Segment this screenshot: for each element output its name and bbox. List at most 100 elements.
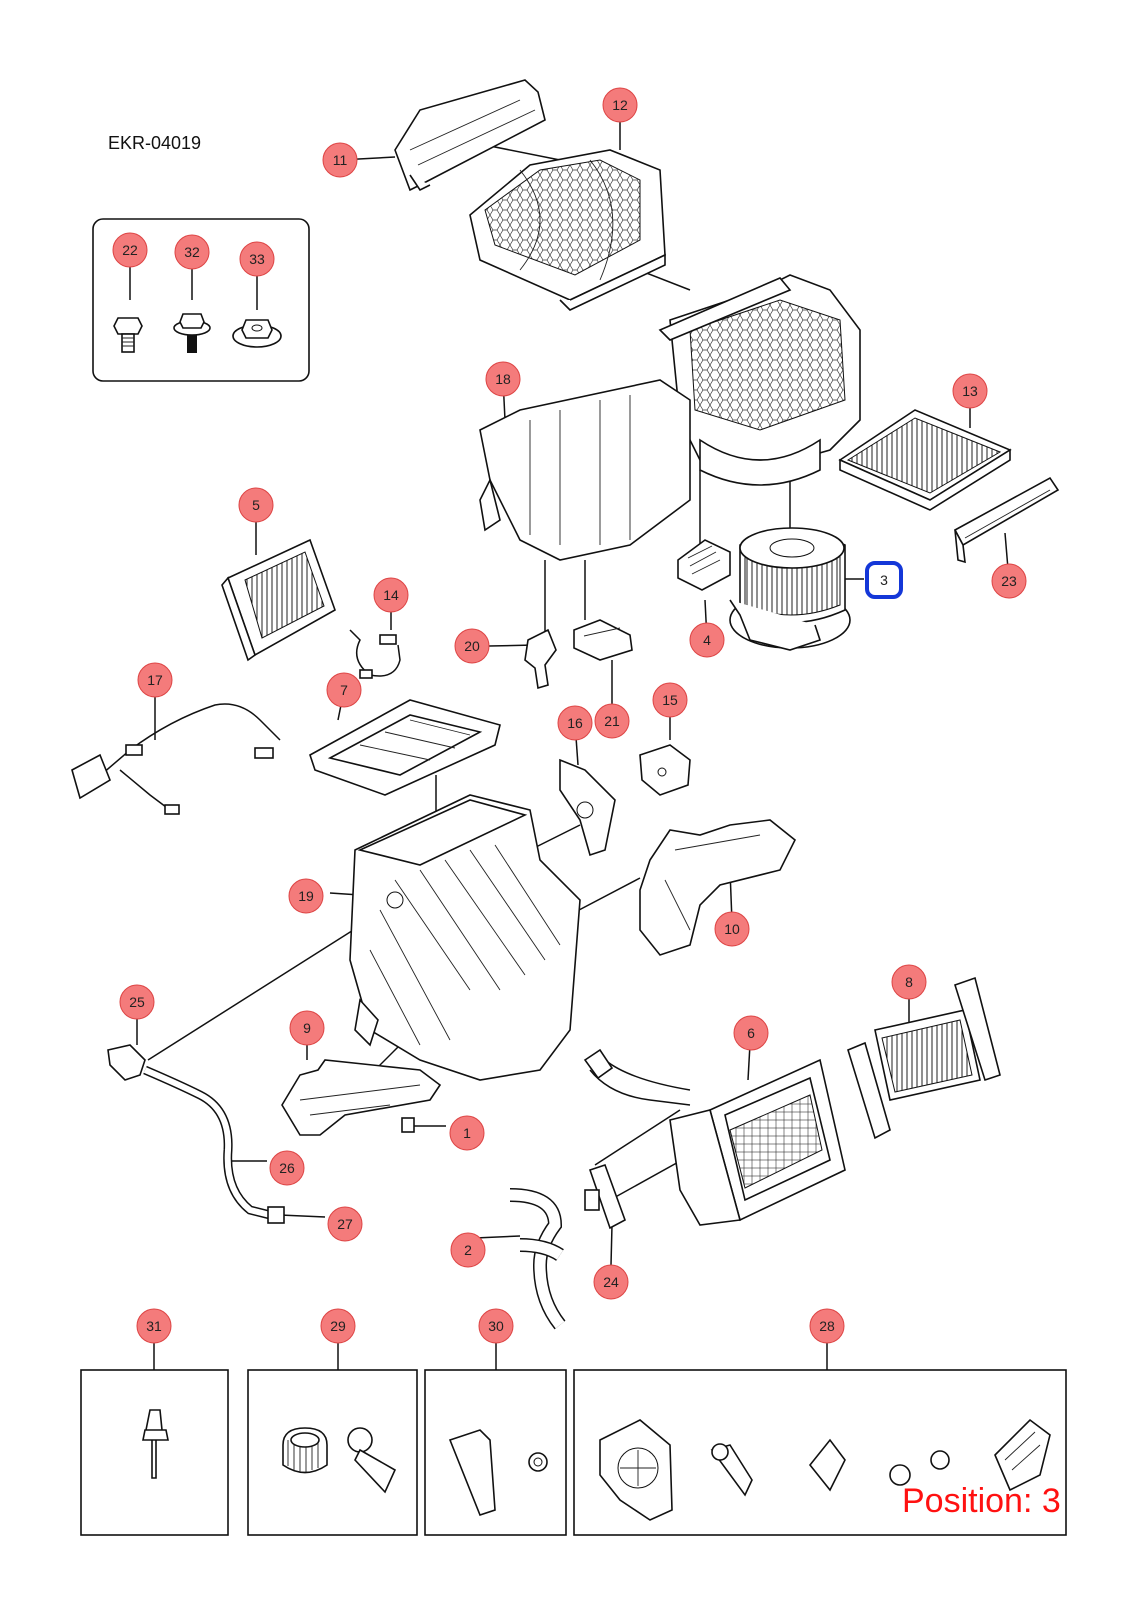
part-16-lever: [559, 758, 616, 857]
callout-30[interactable]: 30: [478, 1308, 514, 1344]
nut-33-icon: [232, 319, 282, 348]
callout-5[interactable]: 5: [238, 487, 274, 523]
svg-text:3: 3: [880, 572, 888, 588]
part-12-housing: [469, 149, 666, 311]
part-26-hose: [143, 1065, 272, 1220]
svg-text:5: 5: [252, 497, 260, 513]
svg-text:15: 15: [662, 692, 678, 708]
box-28: [573, 1369, 1067, 1536]
part-20-bracket: [524, 628, 557, 690]
svg-text:26: 26: [279, 1160, 295, 1176]
part-8-ptc-heater: [847, 976, 1001, 1140]
callout-11[interactable]: 11: [322, 142, 358, 178]
part-14-sensor: [349, 629, 401, 679]
callout-18[interactable]: 18: [485, 361, 521, 397]
svg-text:27: 27: [337, 1216, 353, 1232]
box-29: [247, 1369, 418, 1536]
part-3-blower-motor: [729, 527, 851, 651]
part-4-resistor: [677, 539, 731, 591]
svg-text:11: 11: [333, 152, 348, 168]
svg-text:8: 8: [905, 974, 913, 990]
svg-text:20: 20: [464, 638, 480, 654]
svg-text:13: 13: [962, 383, 978, 399]
part-5-panel: [221, 538, 336, 662]
part-25-sensor: [107, 1044, 146, 1081]
callout-20[interactable]: 20: [454, 628, 490, 664]
svg-text:25: 25: [129, 994, 145, 1010]
part-21-bracket: [573, 619, 633, 661]
callout-33[interactable]: 33: [239, 241, 275, 277]
callout-32[interactable]: 32: [174, 234, 210, 270]
svg-text:31: 31: [146, 1318, 162, 1334]
svg-text:16: 16: [567, 715, 583, 731]
svg-text:23: 23: [1001, 573, 1017, 589]
svg-text:33: 33: [249, 251, 265, 267]
box-31: [80, 1369, 229, 1536]
part-2-hoses: [509, 1188, 566, 1330]
box-30: [424, 1369, 567, 1536]
callout-6[interactable]: 6: [733, 1015, 769, 1051]
callout-8[interactable]: 8: [891, 964, 927, 1000]
part-15-actuator: [639, 744, 691, 796]
part-24-bracket: [584, 1163, 626, 1230]
position-label: Position: 3: [902, 1482, 1061, 1520]
callout-21[interactable]: 21: [594, 703, 630, 739]
svg-text:6: 6: [747, 1025, 755, 1041]
svg-text:29: 29: [330, 1318, 346, 1334]
svg-text:32: 32: [184, 244, 200, 260]
svg-text:21: 21: [604, 713, 620, 729]
callout-13[interactable]: 13: [952, 373, 988, 409]
svg-text:10: 10: [724, 921, 740, 937]
diagram-code: EKR-04019: [108, 133, 201, 153]
part-10-duct: [639, 819, 797, 956]
callout-7[interactable]: 7: [326, 672, 362, 708]
fastener-box: [92, 218, 310, 382]
part-11-cover: [394, 79, 546, 192]
callout-3-selected[interactable]: 3: [865, 561, 903, 599]
callout-12[interactable]: 12: [602, 87, 638, 123]
callout-25[interactable]: 25: [119, 984, 155, 1020]
svg-text:2: 2: [464, 1242, 472, 1258]
part-23-filter-cover: [953, 476, 1060, 564]
callout-2[interactable]: 2: [450, 1232, 486, 1268]
svg-text:9: 9: [303, 1020, 311, 1036]
callout-1[interactable]: 1: [449, 1115, 485, 1151]
svg-text:7: 7: [340, 682, 348, 698]
callout-4[interactable]: 4: [689, 622, 725, 658]
svg-text:28: 28: [819, 1318, 835, 1334]
part-7-frame: [309, 699, 501, 796]
callout-23[interactable]: 23: [991, 563, 1027, 599]
svg-text:14: 14: [383, 587, 399, 603]
svg-text:24: 24: [603, 1274, 619, 1290]
callout-17[interactable]: 17: [137, 662, 173, 698]
part-18-blower-case: [479, 274, 861, 561]
callout-16[interactable]: 16: [557, 705, 593, 741]
svg-text:1: 1: [463, 1125, 471, 1141]
svg-text:17: 17: [147, 672, 163, 688]
svg-text:19: 19: [298, 888, 314, 904]
part-27-connector: [267, 1206, 285, 1224]
part-17-harness: [71, 703, 281, 815]
callout-19[interactable]: 19: [288, 878, 324, 914]
callout-28[interactable]: 28: [809, 1308, 845, 1344]
callout-29[interactable]: 29: [320, 1308, 356, 1344]
callout-15[interactable]: 15: [652, 682, 688, 718]
svg-text:4: 4: [703, 632, 711, 648]
callout-26[interactable]: 26: [269, 1150, 305, 1186]
callout-14[interactable]: 14: [373, 577, 409, 613]
part-13-filter: [838, 409, 1012, 511]
svg-text:18: 18: [495, 371, 511, 387]
callout-24[interactable]: 24: [593, 1264, 629, 1300]
callout-27[interactable]: 27: [327, 1206, 363, 1242]
bolt-22-icon: [113, 317, 143, 353]
part-6-heater-core: [583, 1048, 846, 1226]
bolt-32-icon: [173, 313, 211, 353]
part-19-hvac-case: [349, 794, 581, 1081]
part-1-clip: [401, 1117, 415, 1133]
callout-22[interactable]: 22: [112, 232, 148, 268]
callout-10[interactable]: 10: [714, 911, 750, 947]
part-9-duct: [281, 1059, 442, 1136]
callout-9[interactable]: 9: [289, 1010, 325, 1046]
callout-31[interactable]: 31: [136, 1308, 172, 1344]
